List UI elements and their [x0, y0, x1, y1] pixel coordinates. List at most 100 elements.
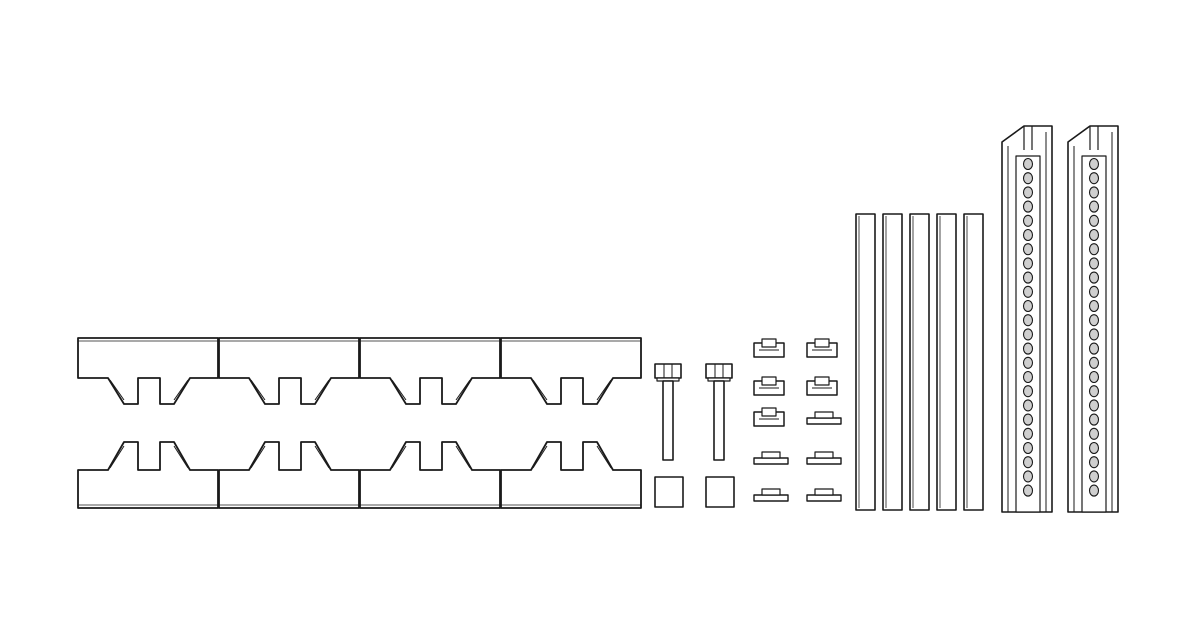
- nut-hex: [814, 488, 834, 496]
- channel-slot: [1022, 314, 1034, 327]
- channel-slot: [1022, 456, 1034, 469]
- bolt: [705, 363, 733, 461]
- channel-slot: [1088, 314, 1100, 327]
- clamp-block-lower: [77, 441, 219, 509]
- clamp-block-bevel: [532, 445, 612, 469]
- flat-bar: [963, 213, 984, 511]
- channel-slot: [1088, 186, 1100, 199]
- flat-bar-body: [963, 213, 984, 511]
- channel-slot: [1022, 370, 1034, 384]
- channel-slot: [1088, 214, 1100, 227]
- bolt-shank: [662, 380, 674, 461]
- clamp-block-lower: [500, 441, 642, 509]
- channel-slot: [1022, 172, 1034, 185]
- nut-flange: [806, 417, 842, 425]
- channel-slot: [1022, 413, 1034, 426]
- channel-slot: [1088, 271, 1100, 284]
- channel-slot: [1088, 328, 1100, 341]
- flat-bar: [936, 213, 957, 511]
- clamp-block-lower: [359, 441, 501, 509]
- channel-slot: [1022, 385, 1034, 398]
- clamp-block-outline: [218, 441, 360, 509]
- clamp-block-bevel: [250, 379, 330, 401]
- channel-web-top: [1089, 126, 1099, 150]
- channel-slot: [1088, 299, 1100, 313]
- nut-top: [761, 407, 777, 417]
- square-washer: [654, 476, 684, 508]
- channel-slot: [1088, 200, 1100, 213]
- channel-slot: [1022, 484, 1034, 497]
- bolt: [654, 363, 682, 461]
- bolt-head: [705, 363, 733, 379]
- bolt-group: [654, 363, 735, 508]
- slotted-channel: [1067, 125, 1119, 513]
- nut-hex: [814, 451, 834, 459]
- channel-slot: [1022, 186, 1034, 199]
- clamp-block-bevel: [250, 445, 330, 469]
- channel-slot: [1022, 470, 1034, 483]
- clamp-block-upper: [500, 337, 642, 405]
- nut-flange: [753, 494, 789, 502]
- flat-bar: [909, 213, 930, 511]
- channel-slot: [1088, 385, 1100, 398]
- channel-slot: [1088, 456, 1100, 469]
- clamp-block-outline: [500, 441, 642, 509]
- channel-slot: [1022, 271, 1034, 284]
- channel-slot: [1022, 243, 1034, 256]
- clamp-block-bevel: [391, 445, 471, 469]
- slotted-channel-group: [1001, 125, 1119, 513]
- channel-slot: [1022, 441, 1034, 455]
- channel-slot: [1088, 399, 1100, 412]
- nut: [806, 488, 842, 502]
- channel-slot: [1088, 356, 1100, 369]
- channel-slot: [1022, 214, 1034, 227]
- channel-slot: [1088, 413, 1100, 426]
- channel-slot: [1022, 342, 1034, 355]
- channel-slot: [1022, 200, 1034, 213]
- nut-group: [753, 338, 842, 502]
- flat-bar-group: [855, 213, 984, 511]
- channel-slot: [1022, 399, 1034, 412]
- clamp-block-bevel: [109, 445, 189, 469]
- channel-slot: [1088, 243, 1100, 256]
- channel-slot: [1088, 228, 1100, 242]
- channel-slot: [1022, 285, 1034, 298]
- nut-flange: [753, 457, 789, 465]
- clamp-block-outline: [359, 441, 501, 509]
- clamp-block-bevel: [109, 379, 189, 401]
- clamp-block-outline: [218, 337, 360, 405]
- nut-flange: [806, 494, 842, 502]
- slotted-channel: [1001, 125, 1053, 513]
- nut: [806, 376, 838, 396]
- square-washer: [705, 476, 735, 508]
- clamp-block-lower: [218, 441, 360, 509]
- nut: [753, 488, 789, 502]
- clamp-block-outline: [77, 441, 219, 509]
- clamp-block-upper: [77, 337, 219, 405]
- nut-top: [814, 376, 830, 386]
- channel-slot: [1088, 257, 1100, 270]
- channel-slot: [1088, 342, 1100, 355]
- channel-slot: [1022, 228, 1034, 242]
- nut-top: [761, 376, 777, 386]
- nut-flange: [806, 457, 842, 465]
- flat-bar: [855, 213, 876, 511]
- nut: [753, 407, 785, 427]
- flat-bar: [882, 213, 903, 511]
- channel-web-top: [1023, 126, 1033, 150]
- flat-bar-body: [855, 213, 876, 511]
- bolt-head: [654, 363, 682, 379]
- channel-slot: [1088, 441, 1100, 455]
- nut-hex: [761, 451, 781, 459]
- channel-slot: [1022, 328, 1034, 341]
- nut: [806, 411, 842, 425]
- channel-slot: [1088, 370, 1100, 384]
- channel-slot: [1088, 285, 1100, 298]
- nut-top: [761, 338, 777, 348]
- channel-slot: [1022, 427, 1034, 440]
- bolt-shank: [713, 380, 725, 461]
- clamp-block-outline: [500, 337, 642, 405]
- clamp-block-bevel: [391, 379, 471, 401]
